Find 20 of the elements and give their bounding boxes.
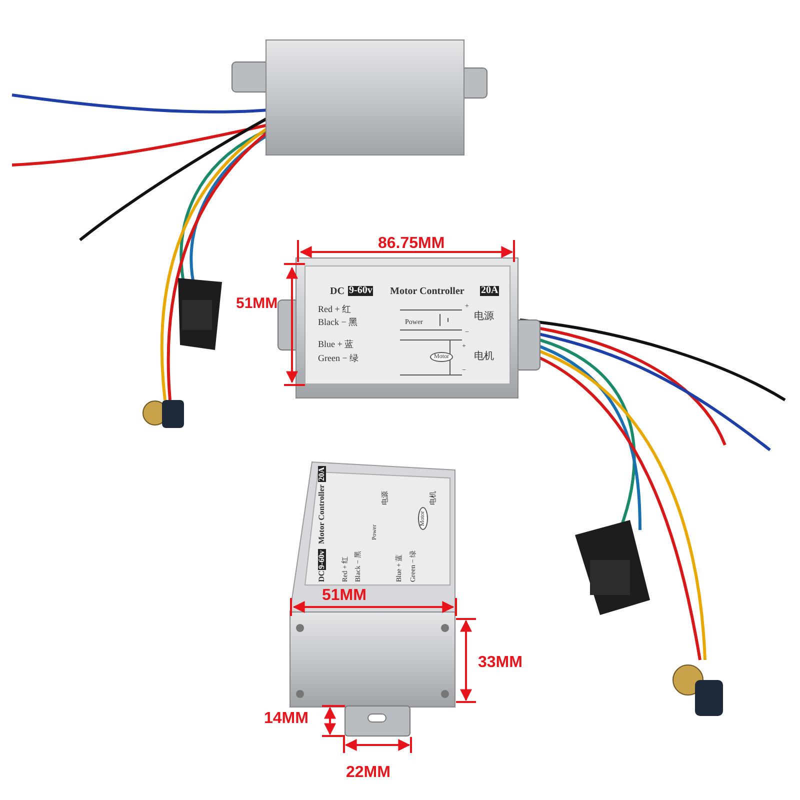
dimension-label: 86.75MM bbox=[378, 236, 445, 252]
plate-text: 9-60v bbox=[348, 286, 374, 296]
dimension-label: 51MM bbox=[322, 588, 366, 604]
plate-text: 20A bbox=[480, 286, 500, 296]
plate-text: Motor Controller bbox=[318, 484, 326, 544]
plate-text: Blue + 蓝 bbox=[318, 340, 354, 349]
plate-text: DC bbox=[318, 570, 326, 582]
plate-text: 9-60v bbox=[318, 549, 326, 570]
dimension-label: 33MM bbox=[478, 655, 522, 671]
dimension-label: 14MM bbox=[264, 711, 308, 727]
plate-text: 20A bbox=[318, 466, 326, 482]
plate-text: Green − 绿 bbox=[318, 354, 359, 363]
plate-text: DC bbox=[330, 287, 344, 297]
plate-text: 电机 bbox=[474, 352, 494, 362]
plate-text: Motor Controller bbox=[390, 287, 464, 297]
dimension-label: 51MM bbox=[236, 296, 278, 311]
plate-text: Red + 红 bbox=[318, 305, 352, 314]
plate-text: 电源 bbox=[474, 312, 494, 322]
plate-text: Black − 黑 bbox=[318, 318, 358, 327]
dimension-label: 22MM bbox=[346, 765, 390, 781]
